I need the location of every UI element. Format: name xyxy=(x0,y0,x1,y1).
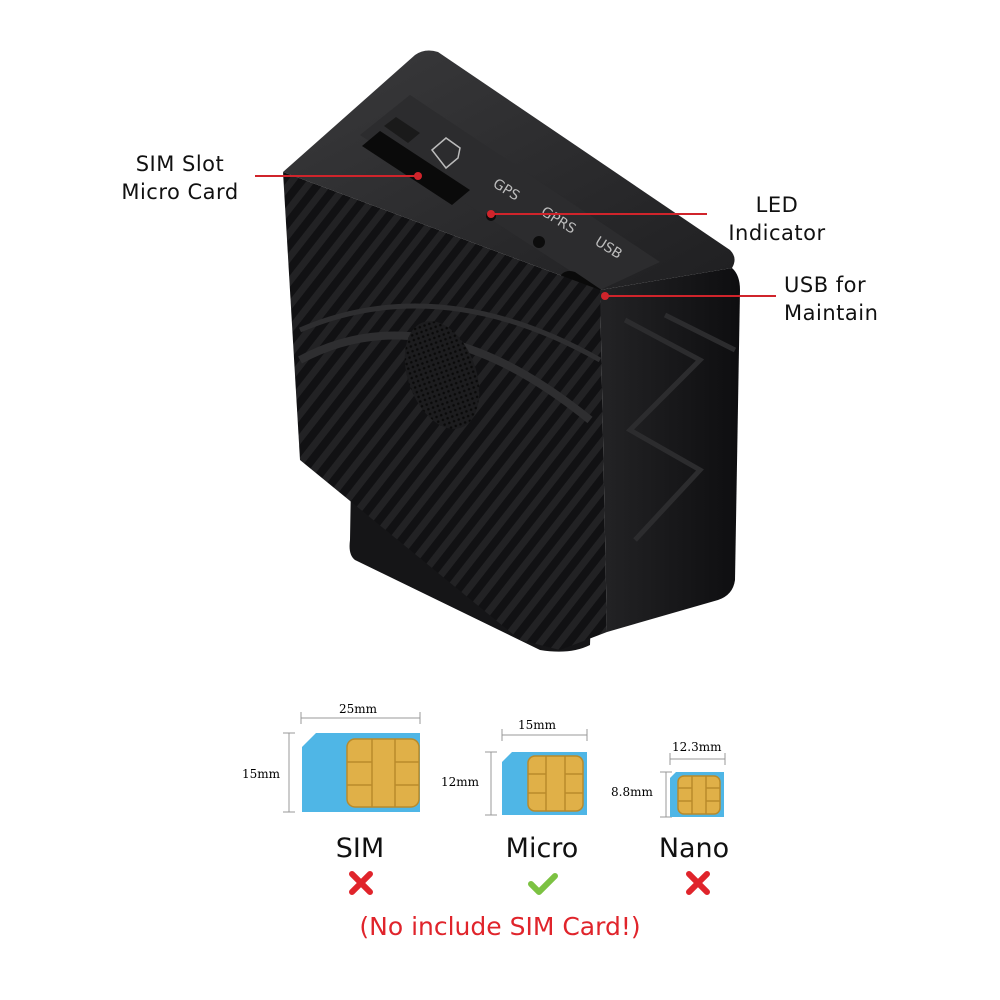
speaker-grille xyxy=(404,321,480,429)
sim-card-nano xyxy=(660,753,726,818)
nano-width-label: 12.3mm xyxy=(672,740,722,754)
usb-leader-line xyxy=(606,295,776,297)
gps-tracker-device: 3170102996 GPS GPRS USB xyxy=(283,50,740,652)
nano-name-label: Nano xyxy=(658,833,730,864)
micro-name-label: Micro xyxy=(505,833,579,864)
callout-led: LED Indicator xyxy=(722,191,832,247)
led-leader-line xyxy=(492,213,707,215)
sim-card-micro xyxy=(485,729,588,816)
callout-usb-line2: Maintain xyxy=(784,301,879,325)
callout-usb: USB for Maintain xyxy=(784,271,894,327)
nano-height-label: 8.8mm xyxy=(611,785,653,799)
nano-unsupported-icon xyxy=(686,871,710,895)
sim-slot xyxy=(362,117,470,205)
sim-name-label: SIM xyxy=(335,833,385,864)
callout-led-line2: Indicator xyxy=(728,221,826,245)
led-leader-dot xyxy=(487,210,495,218)
usb-leader-dot xyxy=(601,292,609,300)
callout-led-line1: LED xyxy=(755,193,799,217)
no-sim-included-note: (No include SIM Card!) xyxy=(359,912,641,941)
sim-slot-leader-line xyxy=(255,175,420,177)
callout-usb-line1: USB for xyxy=(784,273,867,297)
led-hole-2 xyxy=(533,236,545,248)
side-grooves xyxy=(623,312,737,542)
sim-unsupported-icon xyxy=(349,871,373,895)
sim-size-comparison: 25mm 15mm 15mm 12mm 12.3mm 8.8mm xyxy=(242,702,726,818)
micro-height-label: 12mm xyxy=(441,775,480,789)
micro-width-label: 15mm xyxy=(518,718,557,732)
sim-height-label: 15mm xyxy=(242,767,281,781)
sim-width-label: 25mm xyxy=(339,702,378,716)
sim-card-standard xyxy=(283,712,421,813)
callout-sim-slot: SIM Slot Micro Card xyxy=(115,150,245,206)
callout-sim-slot-line2: Micro Card xyxy=(121,180,239,204)
callout-sim-slot-line1: SIM Slot xyxy=(135,152,225,176)
micro-supported-check-icon xyxy=(528,873,558,895)
sim-slot-leader-dot xyxy=(414,172,422,180)
